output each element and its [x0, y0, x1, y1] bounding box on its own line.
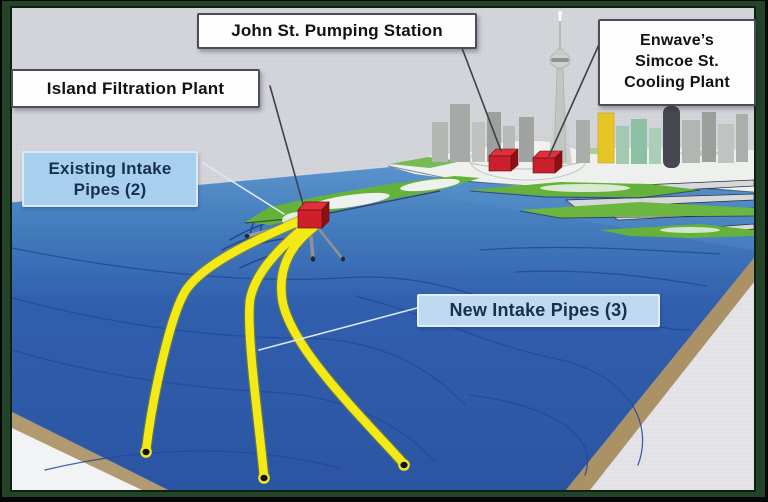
leader-new-intake	[258, 307, 418, 351]
pipe-open-ends	[140, 446, 410, 484]
lake-water	[12, 156, 754, 490]
label-new-intake-pipes: New Intake Pipes (3)	[417, 294, 660, 327]
new-intake-pipes	[140, 214, 410, 483]
label-enwave-cooling-plant: Enwave’s Simcoe St. Cooling Plant	[598, 19, 756, 106]
yellow-tower	[597, 112, 615, 164]
lakebed-edge-left	[12, 412, 168, 490]
leader-lines	[202, 39, 602, 351]
leader-existing-intake	[202, 162, 285, 215]
inner-frame-edge	[10, 6, 756, 492]
leader-john-st	[461, 47, 502, 152]
dark-round-tower	[663, 106, 680, 168]
label-existing-intake-pipes: Existing Intake Pipes (2)	[22, 151, 198, 207]
label-island-filtration-plant: Island Filtration Plant	[11, 69, 260, 108]
lakebed-edge-right	[566, 258, 754, 490]
label-john-st-pumping-station: John St. Pumping Station	[197, 13, 477, 49]
island-filtration-building	[297, 201, 330, 229]
cooling-plant-building	[532, 150, 563, 174]
pumping-station-building	[488, 148, 519, 172]
leader-island-plant	[269, 85, 304, 205]
leader-enwave	[548, 39, 602, 157]
